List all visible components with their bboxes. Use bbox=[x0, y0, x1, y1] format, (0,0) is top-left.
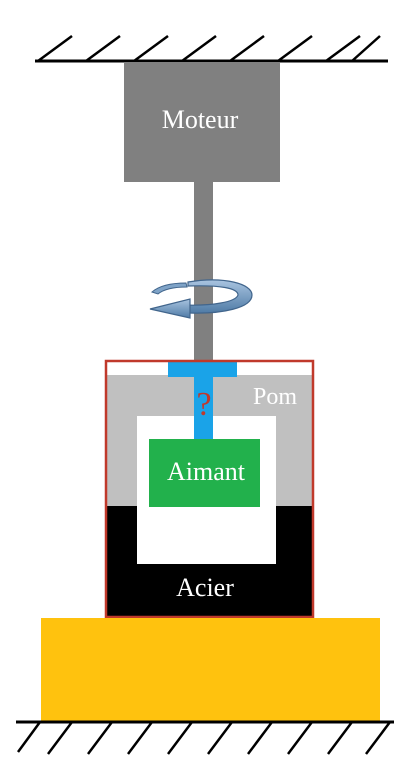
pom-label: Pom bbox=[253, 384, 297, 410]
motor-label: Moteur bbox=[162, 105, 239, 134]
magnet-label: Aimant bbox=[167, 457, 246, 486]
motor-block bbox=[124, 62, 280, 182]
motor-shaft bbox=[194, 182, 213, 364]
assembly-outline bbox=[104, 359, 315, 619]
coupler bbox=[168, 362, 237, 439]
rotation-arrow-icon bbox=[149, 279, 253, 319]
top-ground-hatching-icon bbox=[35, 34, 388, 63]
bottom-ground-hatching-icon bbox=[16, 720, 394, 755]
question-mark: ? bbox=[196, 386, 211, 423]
base-block bbox=[41, 618, 380, 721]
magnet-block bbox=[149, 439, 260, 507]
steel-label: Acier bbox=[176, 573, 234, 602]
